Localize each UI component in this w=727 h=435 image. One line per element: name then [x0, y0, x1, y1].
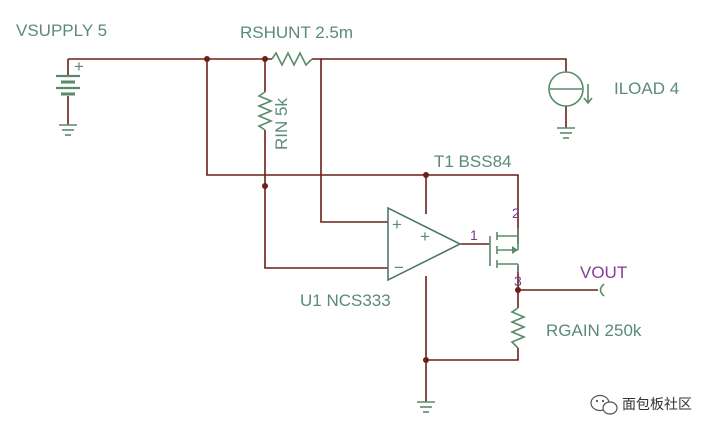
opamp-minus-label: −: [394, 258, 404, 277]
label-iload: ILOAD 4: [614, 79, 679, 98]
junctions: [204, 56, 521, 363]
resistor-rin: [256, 91, 274, 131]
watermark: 面包板社区: [590, 394, 692, 415]
opamp-u1: + + −: [387, 206, 462, 282]
junction-dot: [423, 172, 429, 178]
wire-shunt-to-load: [312, 58, 567, 72]
battery-plus-label: +: [74, 57, 84, 76]
wechat-icon: [590, 394, 618, 415]
label-vout: VOUT: [580, 263, 627, 282]
watermark-text: 面包板社区: [622, 397, 692, 413]
ground-opamp-icon: [417, 401, 435, 413]
pmos-t1: [489, 228, 519, 272]
battery-vsupply: +: [56, 57, 84, 96]
wire-supply-to-opamp-source: [206, 59, 519, 244]
junction-dot: [262, 56, 268, 62]
label-rin: RIN 5k: [272, 98, 291, 150]
junction-dot: [515, 287, 521, 293]
label-t1: T1 BSS84: [434, 152, 512, 171]
junction-dot: [423, 357, 429, 363]
current-source-iload: [548, 71, 593, 107]
junction-dot: [262, 183, 268, 189]
junction-dot: [204, 56, 210, 62]
label-rshunt: RSHUNT 2.5m: [240, 23, 353, 42]
ground-load-icon: [557, 127, 575, 139]
wire-rin-to-minus: [264, 130, 388, 269]
label-u1: U1 NCS333: [300, 291, 391, 310]
opamp-plus-outer-label: +: [392, 215, 402, 234]
ground-battery-icon: [59, 124, 77, 136]
wire-rgain-bottom: [426, 348, 519, 361]
label-vsupply: VSUPPLY 5: [16, 21, 107, 40]
pin-drain-number: 3: [514, 273, 522, 289]
resistor-rgain: [509, 307, 527, 349]
resistor-rshunt: [271, 51, 313, 67]
opamp-plus-inner-label: +: [420, 227, 430, 246]
pin-gate-number: 1: [470, 227, 478, 243]
label-rgain: RGAIN 250k: [546, 321, 642, 340]
vout-port-icon: [599, 283, 605, 297]
wire-shunt-to-plus: [320, 59, 388, 223]
pin-source-number: 2: [512, 205, 520, 221]
